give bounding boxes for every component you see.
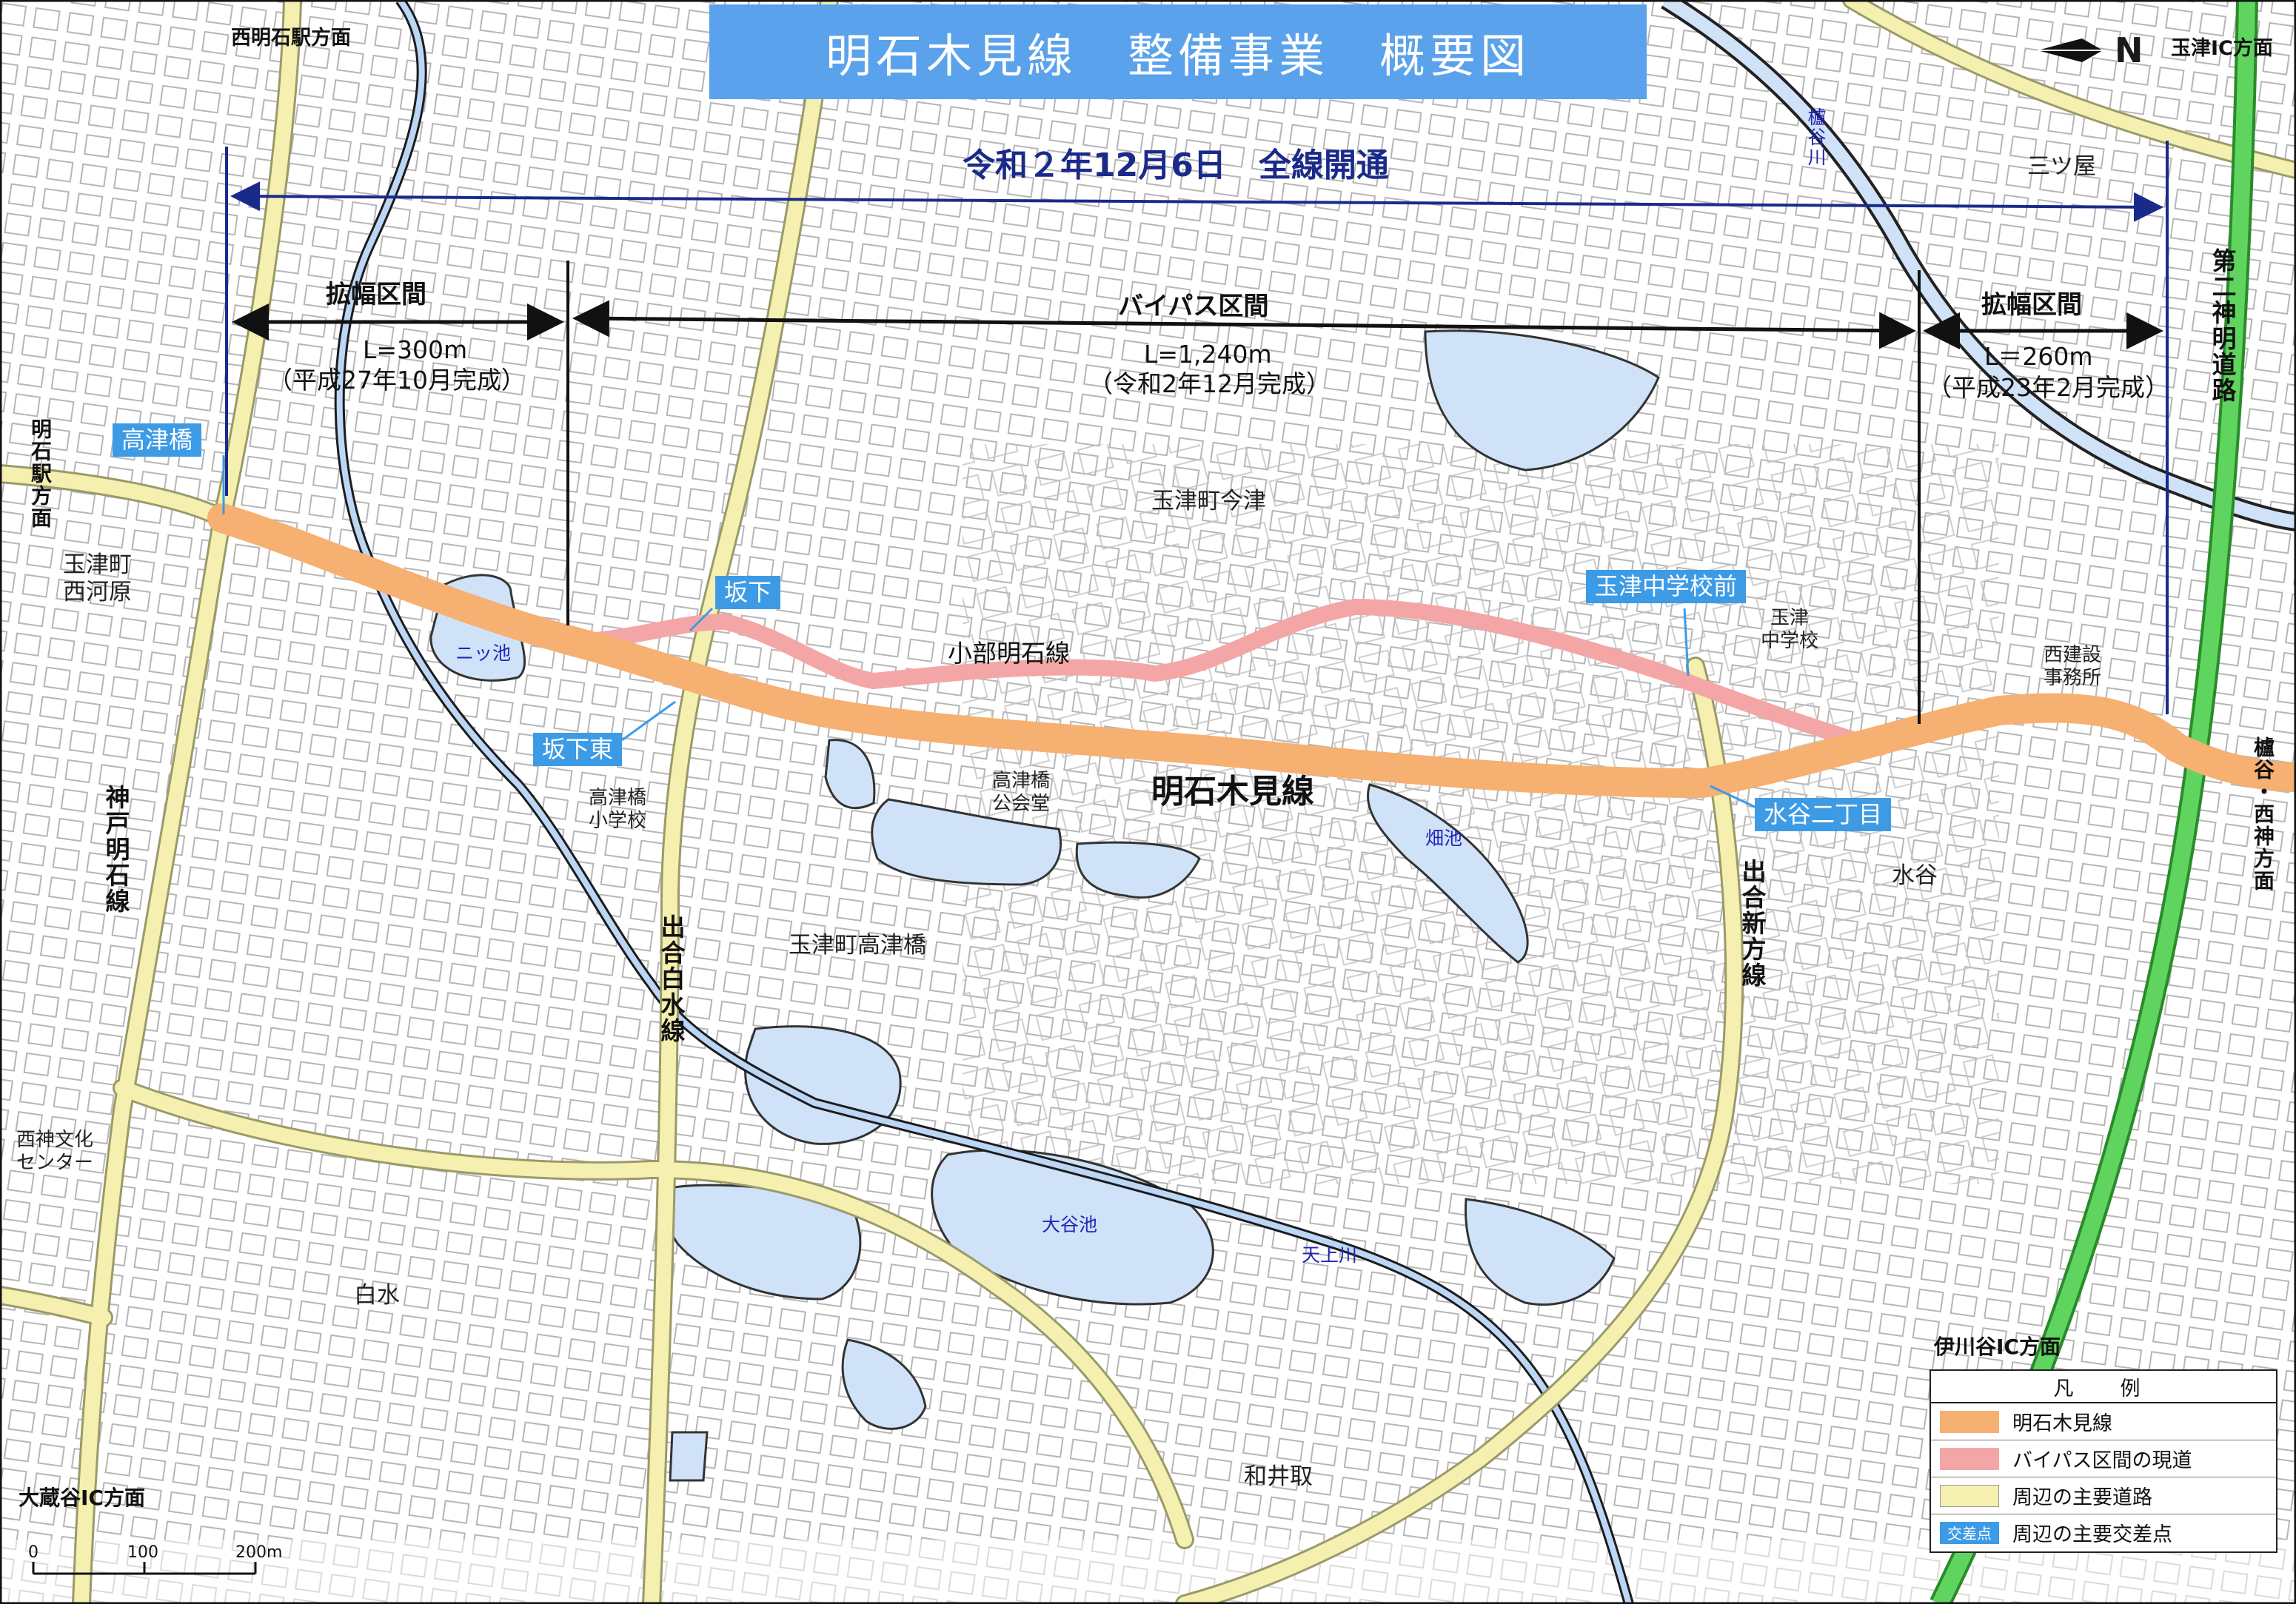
scale-tick-0: 0 (28, 1543, 39, 1562)
place-tamatsu-jhs: 玉津 中学校 (1761, 607, 1819, 653)
water-label-futatsu-ike: ニッ池 (455, 642, 512, 664)
scale-tick-200: 200m (235, 1543, 283, 1562)
hata-ike (1366, 783, 1529, 964)
north-label: N (2115, 30, 2143, 70)
road-label-daiichi-shinmei: 第二神明道路 (2208, 248, 2237, 403)
place-takatsubashi-es: 高津橋 小学校 (589, 787, 647, 833)
direction-nishi-akashi: 西明石駅方面 (231, 27, 351, 50)
direction-akashi-station: 明石駅方面 (28, 418, 53, 529)
section-2-name: バイパス区間 (1118, 292, 1269, 321)
north-arrow-icon (2038, 38, 2103, 62)
scale-tick-100: 100 (127, 1543, 158, 1562)
scale-bar-icon (32, 1562, 257, 1575)
direction-okuradani-ic: 大蔵谷IC方面 (19, 1486, 145, 1510)
direction-ikawadani-ic: 伊川谷IC方面 (1934, 1335, 2061, 1359)
place-shirouzu: 白水 (354, 1282, 400, 1309)
road-label-kobe-akashi-sub: 小部明石線 (948, 639, 1070, 668)
road-label-deai-shirouzu: 出合白水線 (657, 914, 686, 1044)
project-end-lines (225, 141, 2169, 714)
bypass-existing-road (569, 598, 1889, 756)
section-3-name: 拡幅区間 (1981, 290, 2082, 320)
pond-tiny (669, 1431, 709, 1482)
intersection-sakashita-higashi: 坂下東 (533, 733, 623, 766)
legend-label-main-road: 明石木見線 (2012, 1412, 2112, 1435)
opening-date-label: 令和２年12月6日 全線開通 (963, 147, 1389, 184)
intersection-mizutani-2: 水谷二丁目 (1755, 798, 1892, 831)
direction-tamatsu-ic: 玉津IC方面 (2171, 37, 2273, 60)
place-takatsubashi-hall: 高津橋 公会堂 (992, 770, 1051, 816)
legend-row-main-road: 明石木見線 (1931, 1403, 2276, 1440)
section-2-note: （令和2年12月完成） (1088, 369, 1331, 398)
road-label-kobe-akashi: 神戸明石線 (101, 785, 130, 914)
road-label-deai-shinpo: 出合新方線 (1738, 859, 1767, 988)
water-label-tenjo-river: 天上川 (1302, 1244, 1358, 1266)
place-mitsuya: 三ツ屋 (2027, 153, 2096, 180)
map-title: 明石木見線 整備事業 概要図 (709, 4, 1647, 99)
legend-swatch-major-road (1940, 1484, 1999, 1507)
road-label-akashi-kimi: 明石木見線 (1151, 773, 1314, 811)
map-legend: 凡 例 明石木見線 バイパス区間の現道 周辺の主要道路 交差点 周辺の主要交差点 (1929, 1369, 2277, 1553)
section-3-length: L＝260m (1984, 342, 2093, 371)
section-arrows (232, 300, 2163, 349)
water-label-kashiwadani-river: 櫨谷川 (1805, 107, 1827, 167)
intersection-leaders (222, 455, 1756, 808)
legend-swatch-main-road (1940, 1410, 1999, 1433)
legend-label-major-road: 周辺の主要道路 (2012, 1486, 2152, 1509)
intersection-takatsubashi: 高津橋 (113, 423, 202, 457)
legend-row-bypass: バイパス区間の現道 (1931, 1440, 2276, 1477)
legend-swatch-bypass (1940, 1447, 1999, 1470)
pond-mid (871, 798, 1062, 886)
place-tamatsu-nishikawara: 玉津町 西河原 (63, 551, 132, 606)
water-label-otani-ike: 大谷池 (1042, 1214, 1098, 1235)
legend-badge-intersection: 交差点 (1940, 1521, 1999, 1544)
place-seishin-bunka: 西神文化 センター (16, 1129, 94, 1175)
water-label-hata-ike: 畑池 (1425, 828, 1463, 849)
direction-kashiwadani-seishin: 櫨谷・西神方面 (2251, 736, 2275, 892)
intersection-tamatsu-jhs: 玉津中学校前 (1586, 570, 1747, 603)
pond-hall (824, 739, 876, 810)
water-bodies (429, 329, 1660, 1482)
opening-span-arrow (230, 181, 2163, 222)
legend-row-intersection: 交差点 周辺の主要交差点 (1931, 1514, 2276, 1551)
intersection-sakashita: 坂下 (715, 576, 781, 609)
place-tamatsu-takatsubashi: 玉津町高津橋 (789, 932, 926, 959)
place-nishi-kensetsu: 西建設 事務所 (2044, 644, 2102, 690)
place-wadedori: 和井取 (1244, 1463, 1313, 1490)
section-2-length: L=1,240m (1144, 340, 1272, 369)
pond-east (1465, 1198, 1616, 1306)
section-1-name: 拡幅区間 (326, 280, 426, 309)
section-dividers (566, 261, 1921, 724)
pond-small (841, 1338, 927, 1430)
pond-mid-2 (1075, 841, 1201, 899)
legend-row-major-road: 周辺の主要道路 (1931, 1477, 2276, 1514)
section-1-note: （平成27年10月完成） (268, 366, 526, 395)
place-tamatsu-imazu: 玉津町今津 (1151, 488, 1266, 514)
legend-title: 凡 例 (1931, 1371, 2276, 1403)
legend-label-intersection: 周辺の主要交差点 (2012, 1523, 2172, 1546)
section-1-length: L=300m (363, 335, 468, 364)
main-road-akashi-kimi (207, 503, 2296, 799)
legend-label-bypass: バイパス区間の現道 (2012, 1449, 2192, 1472)
section-3-note: （平成23年2月完成） (1927, 373, 2169, 402)
place-mizutani: 水谷 (1892, 862, 1938, 889)
